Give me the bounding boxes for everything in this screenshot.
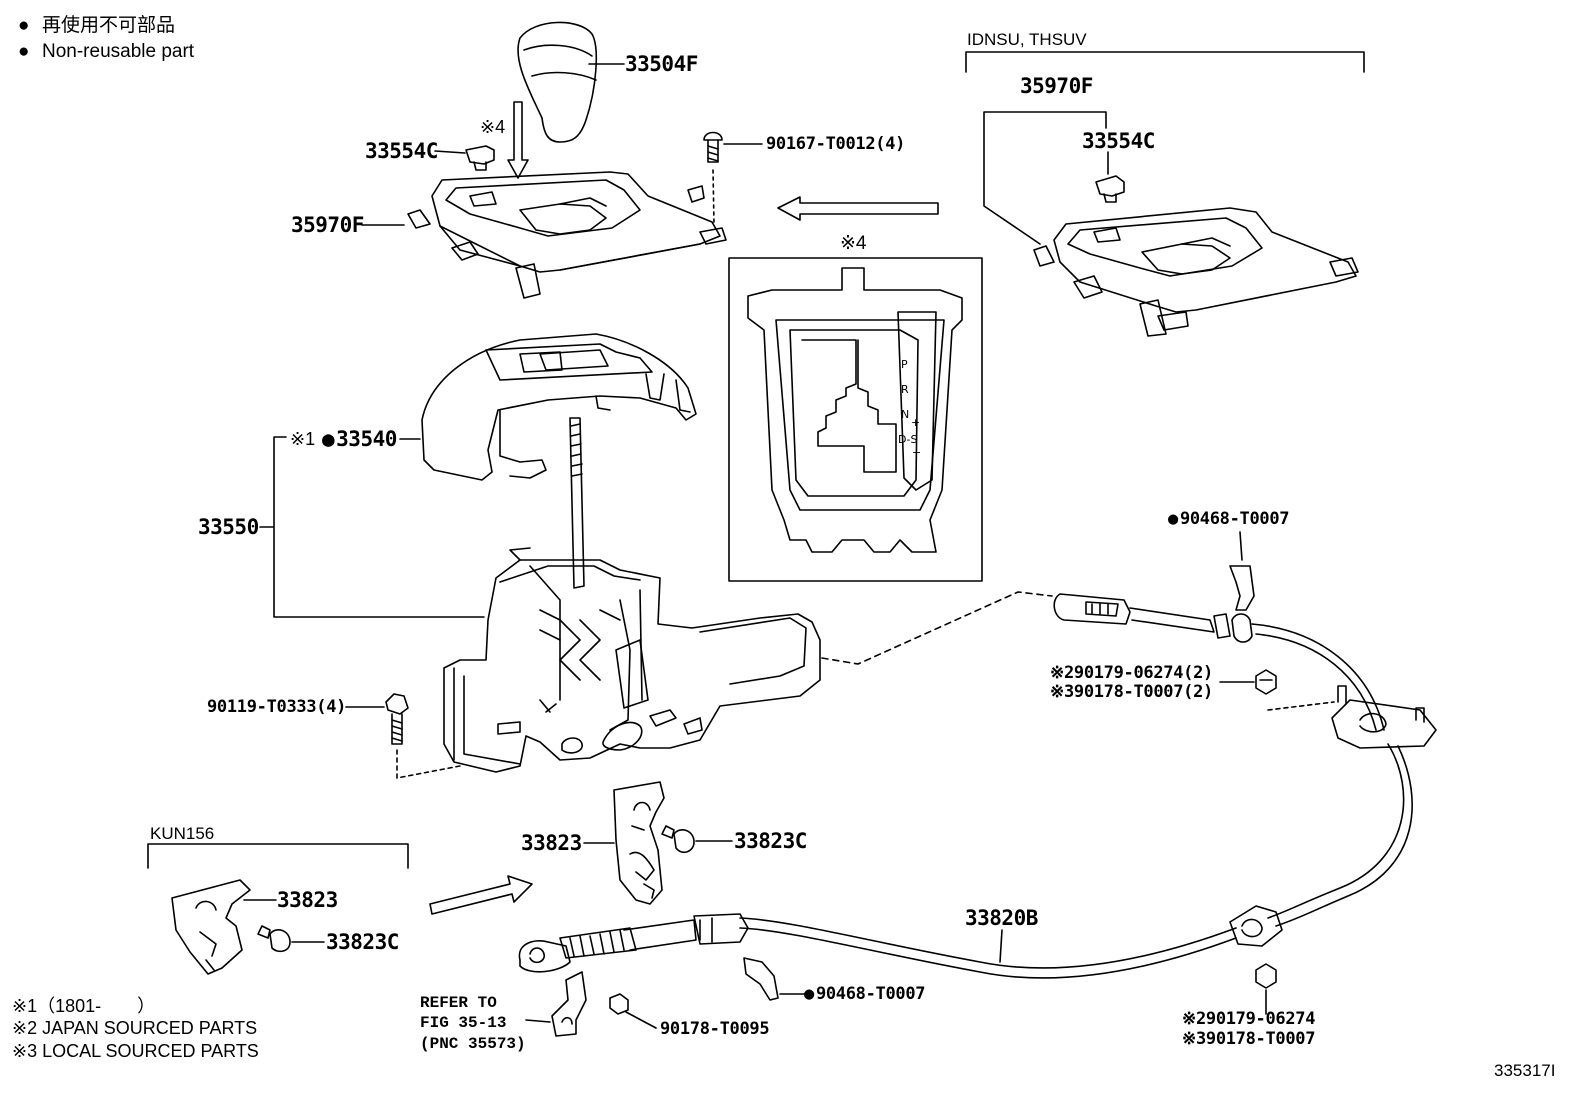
gate-n: N — [901, 408, 909, 421]
label-nut-top-2: ※290179-06274(2) — [1050, 663, 1213, 683]
leader-nut-small — [626, 1012, 656, 1028]
bracket-33823-kun156 — [172, 880, 250, 974]
label-clip-cable-bottom: 90468-T0007 — [804, 986, 926, 1003]
label-housing: 33540 — [322, 429, 397, 450]
shift-knob — [518, 22, 596, 142]
legend-line-jp: 再使用不可部品 — [42, 15, 176, 36]
screw-90167 — [704, 133, 722, 163]
cable-bracket-right — [1332, 686, 1436, 748]
clip-90468-bottom — [744, 958, 778, 1000]
arrow-diagonal — [430, 876, 532, 914]
gate-minus: − — [912, 446, 921, 459]
nut-bottom — [1256, 964, 1276, 988]
label-bolt-left: 90119-T0333(4) — [207, 697, 347, 717]
bolt-33823c-mid — [662, 826, 694, 852]
condition-top-right: IDNSU, THSUV — [967, 30, 1087, 49]
clip-90468-top — [1230, 566, 1254, 610]
label-bolt-kun: 33823C — [326, 930, 399, 954]
shift-lever-base-33550 — [444, 548, 820, 772]
leader-cable — [1000, 930, 1002, 962]
bezel-35970f-right — [1034, 208, 1358, 336]
label-clip-right: 33554C — [1082, 129, 1155, 153]
arrow-left — [778, 197, 938, 220]
note-2: ※2 JAPAN SOURCED PARTS — [12, 1018, 258, 1038]
label-clip-left: 33554C — [365, 139, 438, 163]
shift-lever-rod — [570, 418, 584, 588]
leader-assembly — [260, 437, 484, 617]
label-nut-bot-2: ※290179-06274 — [1182, 1009, 1316, 1029]
clip-33554c-left — [466, 146, 494, 170]
label-bracket-kun: 33823 — [277, 888, 338, 912]
note-3: ※3 LOCAL SOURCED PARTS — [12, 1041, 259, 1061]
gate-r: R — [901, 383, 909, 396]
label-nut-small: 90178-T0095 — [660, 1019, 770, 1039]
leader-clip-cable-top — [1240, 532, 1242, 560]
leader-clip-left — [435, 151, 465, 153]
legend-line-en: Non-reusable part — [42, 41, 195, 62]
gate-p: P — [901, 358, 908, 371]
figure-id: 335317I — [1494, 1061, 1556, 1080]
label-knob: 33504F — [625, 52, 698, 76]
gate-ds: D-S — [898, 433, 917, 446]
bolt-33823c-kun156 — [258, 926, 290, 951]
legend-symbol-en: ● — [18, 41, 30, 62]
label-refer-3: (PNC 35573) — [420, 1035, 526, 1053]
leader-refer — [526, 1020, 550, 1022]
label-assembly: 33550 — [198, 515, 259, 539]
detail-box — [729, 258, 982, 581]
housing-cover-33540 — [422, 334, 696, 480]
shift-gate-detail — [748, 268, 962, 552]
bracket-top-right — [966, 52, 1364, 72]
detail-label: ※4 — [840, 233, 867, 254]
bolt-90119 — [386, 694, 408, 744]
dash-cable-link — [822, 592, 1052, 664]
refer-bracket-35573 — [552, 972, 586, 1036]
label-refer-1: REFER TO — [420, 994, 497, 1012]
label-nut-top-3: ※390178-T0007(2) — [1050, 682, 1213, 702]
label-clip-marker: ※4 — [480, 117, 506, 137]
dash-bolt-left — [397, 750, 460, 778]
label-bolt-mid: 33823C — [734, 829, 807, 853]
gate-plus: + — [911, 416, 920, 429]
legend-symbol-jp: ● — [18, 15, 30, 36]
bezel-35970f-left — [408, 172, 726, 298]
label-housing-note: ※1 — [290, 429, 316, 449]
label-bracket-mid: 33823 — [521, 831, 582, 855]
label-bezel-right: 35970F — [1020, 74, 1093, 98]
nut-90178-t0095 — [610, 994, 628, 1014]
bracket-bottom-left — [148, 844, 408, 868]
cable-33820b — [519, 594, 1412, 978]
bracket-33823-mid — [614, 782, 664, 904]
label-nut-bot-3: ※390178-T0007 — [1182, 1029, 1316, 1049]
dash-screw-top — [713, 170, 714, 224]
nut-top — [1256, 670, 1276, 694]
arrow-down — [508, 102, 528, 178]
leader-bezel-right — [984, 112, 1106, 244]
gate-position-labels: P R N D-S + − — [898, 358, 921, 459]
label-clip-cable-top: 90468-T0007 — [1168, 511, 1290, 528]
dash-nut-top — [1268, 702, 1334, 710]
condition-bottom-left: KUN156 — [150, 824, 215, 843]
label-cable: 33820B — [965, 906, 1038, 930]
label-refer-2: FIG 35-13 — [420, 1014, 507, 1032]
label-bezel-left: 35970F — [291, 213, 364, 237]
clip-33554c-right — [1096, 176, 1124, 202]
label-screw-top: 90167-T0012(4) — [766, 134, 906, 154]
note-1: ※1（1801- ） — [12, 996, 156, 1016]
